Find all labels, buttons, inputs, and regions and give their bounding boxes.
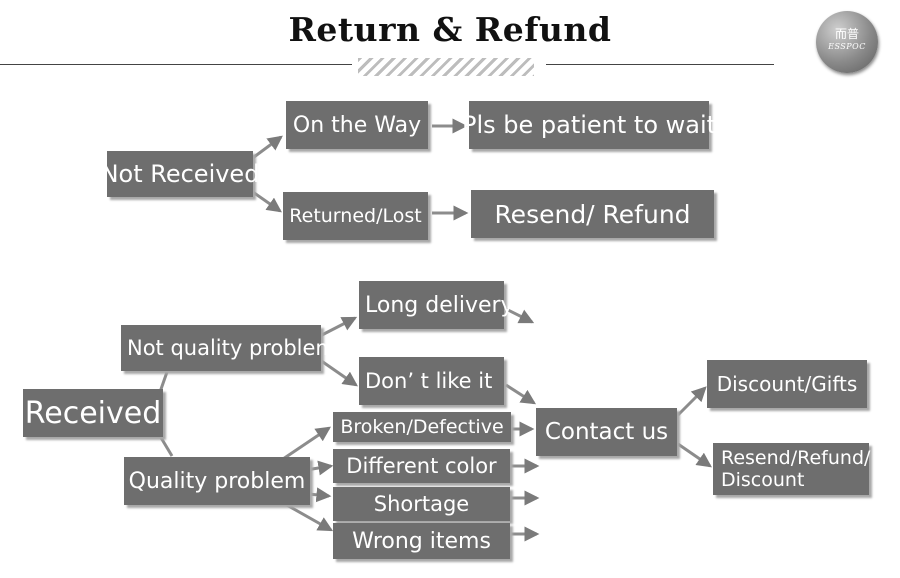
node-not-received: Not Received [101, 151, 259, 197]
node-resend-refund-discount: Resend/Refund/ Discount [713, 443, 870, 495]
node-not-quality-problem: Not quality problem [121, 325, 336, 371]
arrow-quality-broken [279, 426, 331, 463]
arrow-notquality-dontlike [319, 358, 358, 387]
node-contact-us: Contact us [536, 408, 677, 456]
arrow-contact-discount [676, 386, 707, 417]
arrow-notreceived-ontheway [249, 135, 283, 162]
line-received-notquality [158, 371, 169, 393]
node-returned-lost: Returned/Lost [283, 192, 428, 240]
node-wrong-items: Wrong items [333, 523, 510, 559]
arrow-quality-color [305, 460, 334, 476]
node-discount-gifts: Discount/Gifts [707, 360, 867, 408]
arrow-contact-resend [677, 442, 712, 468]
node-received: Received [23, 389, 163, 437]
logo-text-cn: 而普 [834, 27, 859, 41]
node-different-color: Different color [333, 449, 510, 483]
hatch-decoration [358, 58, 534, 76]
arrow-quality-wrong [284, 502, 334, 532]
node-dont-like-it: Don’ t like it [359, 357, 504, 405]
node-pls-be-patient: Pls be patient to wait [462, 101, 716, 149]
node-long-delivery: Long delivery [359, 281, 514, 329]
node-shortage: Shortage [333, 487, 510, 521]
line-received-quality [158, 435, 174, 457]
arrow-notreceived-returned [249, 188, 282, 213]
title-rule-right [546, 64, 774, 65]
logo-text-en: ESSPOC [828, 42, 866, 51]
arrow-notquality-long [317, 316, 358, 339]
title-rule-left [0, 64, 352, 65]
page-title: Return & Refund [288, 10, 612, 49]
arrow-quality-shortage [307, 487, 332, 503]
node-quality-problem: Quality problem [124, 457, 310, 505]
node-resend-refund: Resend/ Refund [471, 190, 714, 238]
arrow-dontlike-contact [505, 383, 537, 405]
arrow-long-out [505, 307, 535, 324]
node-broken-defective: Broken/Defective [333, 412, 511, 442]
brand-logo: 而普 ESSPOC [816, 11, 878, 73]
node-on-the-way: On the Way [286, 101, 428, 149]
